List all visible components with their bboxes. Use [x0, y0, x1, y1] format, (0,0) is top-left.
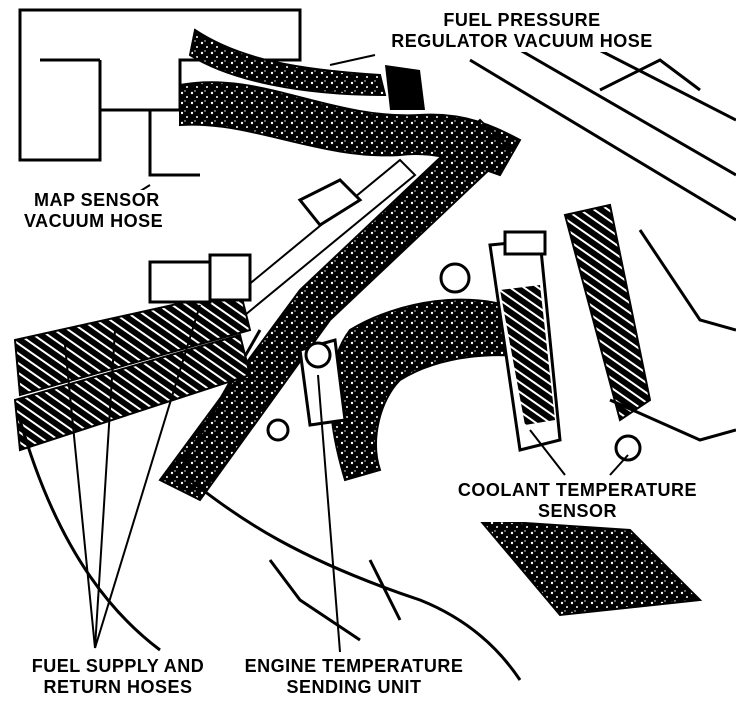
label-fuel-pressure-regulator: FUEL PRESSURE REGULATOR VACUUM HOSE: [375, 10, 669, 52]
fuel-pressure-regulator-line2: REGULATOR VACUUM HOSE: [391, 31, 653, 51]
map-sensor-line1: MAP SENSOR: [34, 190, 160, 210]
leader-lines: [64, 54, 629, 653]
engine-temp-line1: ENGINE TEMPERATURE: [244, 656, 464, 676]
lower-frame: [18, 229, 736, 681]
engine-temp-line2: SENDING UNIT: [286, 677, 422, 697]
label-map-sensor: MAP SENSOR VACUUM HOSE: [22, 190, 166, 232]
coolant-sensor-line1: COOLANT TEMPERATURE: [457, 480, 698, 500]
radiator-hose-graphic: [329, 298, 703, 617]
regulator-hose-graphic: [179, 28, 522, 177]
coolant-sensor-line2: SENSOR: [537, 501, 618, 521]
label-coolant-sensor: COOLANT TEMPERATURE SENSOR: [448, 480, 707, 522]
coolant-sensor-graphic: [439, 203, 652, 462]
map-sensor-line2: VACUUM HOSE: [24, 211, 164, 231]
center-hose-graphic: [158, 118, 512, 502]
fuel-hoses-line1: FUEL SUPPLY AND: [31, 656, 205, 676]
label-engine-temp: ENGINE TEMPERATURE SENDING UNIT: [232, 656, 476, 698]
fuel-hoses-graphic: [13, 253, 252, 452]
label-fuel-hoses: FUEL SUPPLY AND RETURN HOSES: [18, 656, 218, 698]
sending-unit-graphic: [266, 338, 347, 442]
fuel-pressure-regulator-line1: FUEL PRESSURE: [443, 10, 601, 30]
fuel-rail: [469, 28, 736, 222]
fuel-hoses-line2: RETURN HOSES: [43, 677, 193, 697]
